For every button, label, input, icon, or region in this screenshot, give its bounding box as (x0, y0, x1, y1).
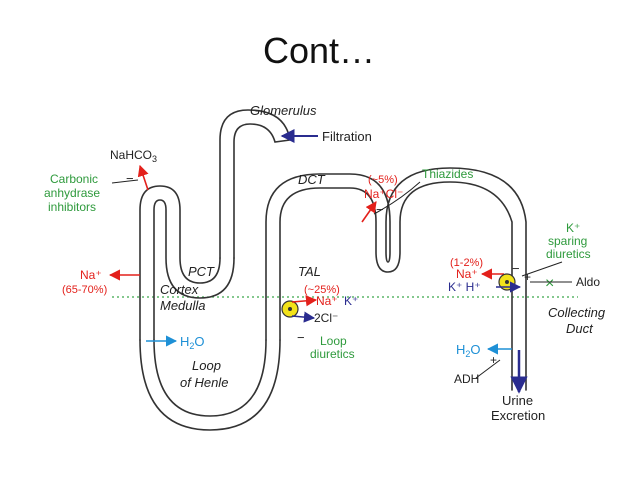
loop-minus: − (297, 330, 305, 345)
loop-of-henle-label-2: of Henle (180, 375, 228, 390)
dct-nacl-label: Na⁺Cl⁻ (364, 187, 403, 201)
nahco3-label: NaHCO3 (110, 148, 157, 164)
collecting-duct-label-1: Collecting (548, 305, 606, 320)
cd-plus: + (524, 270, 531, 284)
pct-label: PCT (188, 264, 215, 279)
cd-percent: (1-2%) (450, 257, 483, 269)
loop-of-henle-label-1: Loop (192, 358, 221, 373)
filtration-label: Filtration (322, 129, 372, 144)
k-sparing-label-2: sparing (548, 234, 587, 248)
tal-na-arrow (291, 295, 318, 307)
carbonic-label-1: Carbonic (50, 172, 98, 186)
cd-transporter-core (505, 280, 509, 284)
adh-label: ADH (454, 372, 479, 386)
pct-na-percent: (65-70%) (62, 284, 107, 296)
cortex-label: Cortex (160, 282, 199, 297)
urine-label-2: Excretion (491, 408, 545, 423)
glomerulus-label: Glomerulus (250, 103, 317, 118)
collecting-duct-label-2: Duct (566, 321, 594, 336)
aldo-label: Aldo (576, 275, 600, 289)
k-sparing-label-1: K⁺ (566, 221, 580, 235)
loop-h2o-label: H2O (180, 334, 205, 351)
dct-nacl-arrow (361, 201, 377, 223)
k-sparing-block: × (545, 275, 554, 292)
k-sparing-label-3: diuretics (546, 247, 591, 261)
k-sparing-pointer (521, 261, 563, 277)
thiazides-label: Thiazides (422, 167, 473, 181)
slide-title: Cont… (262, 30, 376, 71)
adh-pointer (475, 359, 501, 379)
nephron-tubule (139, 109, 527, 431)
tal-transporter-core (288, 307, 292, 311)
adh-plus: + (490, 353, 497, 367)
tal-label: TAL (298, 264, 321, 279)
thiazides-minus: − (376, 202, 384, 217)
loop-diuretics-label-2: diuretics (310, 347, 355, 361)
urine-label-1: Urine (502, 393, 533, 408)
cd-h2o-label: H2O (456, 342, 481, 359)
loop-diuretics-label-1: Loop (320, 334, 347, 348)
tal-k-label: K⁺ (344, 294, 358, 308)
carbonic-minus: − (126, 171, 134, 186)
cd-na-label: Na⁺ (456, 267, 478, 281)
dct-label: DCT (298, 172, 326, 187)
nahco3-arrow (137, 164, 149, 191)
medulla-label: Medulla (160, 298, 206, 313)
pct-na-label: Na⁺ (80, 268, 102, 282)
cd-kh-label: K⁺ H⁺ (448, 280, 481, 294)
cd-minus: − (512, 261, 520, 276)
tal-cl-arrow (291, 311, 316, 323)
carbonic-pointer (111, 179, 139, 184)
tal-cl-label: 2Cl⁻ (314, 311, 338, 325)
tal-percent: (~25%) (304, 284, 340, 296)
dct-percent: (~5%) (368, 174, 398, 186)
thiazides-pointer (373, 181, 421, 215)
carbonic-label-3: inhibitors (48, 200, 96, 214)
carbonic-label-2: anhydrase (44, 186, 100, 200)
tal-na-label: Na⁺ (316, 294, 338, 308)
